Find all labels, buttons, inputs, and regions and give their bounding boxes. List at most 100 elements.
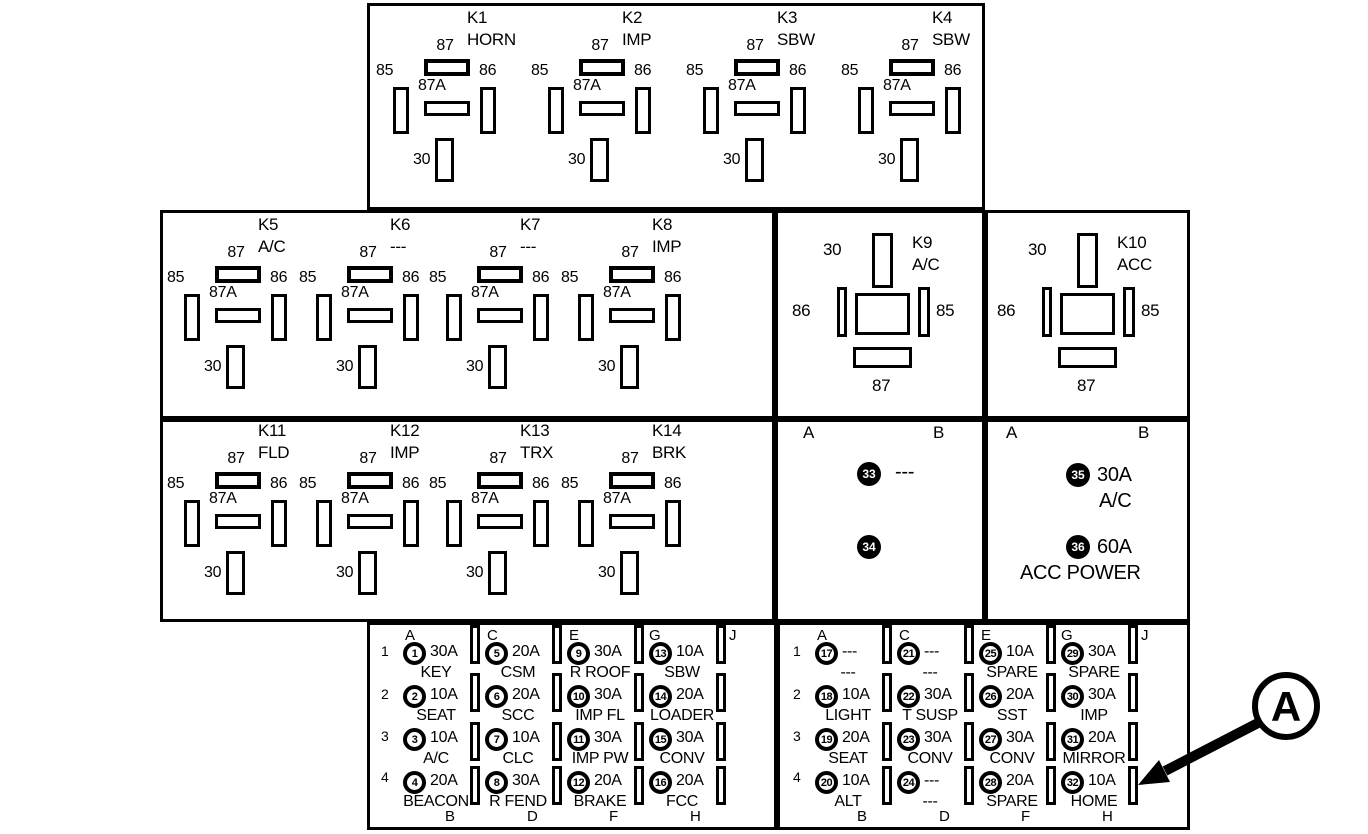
fuse-17: 17 --- ---	[815, 642, 881, 684]
relay-k9: 30 K9 A/C 86 85 87	[790, 228, 970, 398]
pin-87a-label: 87A	[603, 284, 631, 301]
pin-85-pad	[1123, 287, 1135, 337]
pin-87-pad	[889, 59, 935, 76]
connector-pin	[882, 722, 892, 761]
row-number: 2	[793, 686, 801, 702]
column-letter: A	[803, 423, 815, 442]
pin-30-label: 30	[598, 358, 616, 375]
pin-87-pad	[734, 59, 780, 76]
pin-87-label: 87	[1077, 376, 1096, 395]
pin-86-label: 86	[479, 62, 497, 79]
pin-85-pad	[578, 294, 594, 341]
fuse-number: 5	[485, 642, 508, 665]
relay-function: IMP	[390, 443, 420, 462]
pin-87-pad	[1058, 347, 1117, 368]
fuse-number: 1	[403, 642, 426, 665]
pin-30-label: 30	[878, 151, 896, 168]
pin-87-pad	[609, 266, 655, 283]
fuse-amp: 10A	[1006, 643, 1034, 660]
pin-30-label: 30	[204, 564, 222, 581]
column-letter: B	[445, 808, 455, 825]
fuse-number: 16	[649, 771, 672, 794]
pin-86-label: 86	[664, 475, 682, 492]
breaker-box-right	[985, 419, 1190, 622]
pin-85-pad	[316, 294, 332, 341]
relay-id: K11	[258, 421, 287, 440]
row-number: 4	[381, 769, 389, 785]
pin-87a-pad	[477, 308, 523, 323]
fuse-13: 13 10A SBW	[649, 642, 715, 684]
column-letter: F	[1021, 808, 1030, 825]
pin-85-pad	[548, 87, 564, 134]
relay-id: K9	[912, 233, 933, 252]
fuse-19: 19 20A SEAT	[815, 728, 881, 770]
column-letter: F	[609, 808, 618, 825]
pin-30-pad	[226, 551, 245, 595]
fuse-11: 11 30A IMP PW	[567, 728, 633, 770]
connector-pin	[1128, 766, 1138, 805]
fuse-number: 4	[403, 771, 426, 794]
fuse-number: 2	[403, 685, 426, 708]
row-number: 1	[793, 643, 801, 659]
relay-id: K5	[258, 215, 279, 234]
fuse-amp: 30A	[1006, 729, 1034, 746]
fuse-number: 28	[979, 771, 1002, 794]
pin-86-pad	[480, 87, 496, 134]
fuse-number: 31	[1061, 728, 1084, 751]
relay-k14: K14 BRK 87 85 86 87A 30	[557, 421, 707, 606]
fuse-number: 19	[815, 728, 838, 751]
pin-85-label: 85	[299, 475, 317, 492]
pin-87a-pad	[579, 101, 625, 116]
pin-85-label: 85	[429, 269, 447, 286]
pin-85-pad	[858, 87, 874, 134]
pin-30-pad	[488, 551, 507, 595]
relay-k13: K13 TRX 87 85 86 87A 30	[425, 421, 575, 606]
relay-function: ACC	[1117, 255, 1152, 274]
relay-k6: K6 --- 87 85 86 87A 30	[295, 215, 445, 400]
fuse-name: SPARE	[986, 664, 1038, 681]
pin-87-pad	[347, 266, 393, 283]
relay-id: K2	[622, 8, 643, 27]
row-number: 3	[793, 728, 801, 744]
pin-87-pad	[215, 266, 261, 283]
pin-85-pad	[184, 294, 200, 341]
fuse-amp: 30A	[594, 686, 622, 703]
fuse-number: 27	[979, 728, 1002, 751]
fuse-name: HOME	[1070, 793, 1118, 810]
fuse-name: CSM	[500, 664, 536, 681]
pin-87a-label: 87A	[341, 490, 369, 507]
pin-87-pad	[477, 472, 523, 489]
pin-86-pad	[665, 294, 681, 341]
fuse-name: A/C	[423, 750, 449, 767]
connector-pin	[716, 625, 726, 664]
pin-86-label: 86	[402, 269, 420, 286]
fuse-20: 20 10A ALT	[815, 771, 881, 813]
connector-pin	[552, 722, 562, 761]
pin-87a-label: 87A	[728, 77, 756, 94]
pin-85-label: 85	[531, 62, 549, 79]
fuse-amp: 10A	[1088, 772, 1116, 789]
fuse-23: 23 30A CONV	[897, 728, 963, 770]
pin-87-pad	[347, 472, 393, 489]
fuse-amp: 20A	[676, 772, 704, 789]
pin-87-label: 87	[359, 450, 377, 467]
pin-85-label: 85	[686, 62, 704, 79]
fuse-amp: 30A	[924, 729, 952, 746]
fuse-amp: 20A	[512, 643, 540, 660]
pin-30-label: 30	[413, 151, 431, 168]
column-letter: G	[649, 627, 661, 644]
relay-body-pad	[1060, 293, 1115, 335]
fuse-amp: 30A	[1088, 643, 1116, 660]
fuse-number: 6	[485, 685, 508, 708]
fuse-amp: 30A	[676, 729, 704, 746]
fuse-4: 4 20A BEACON	[403, 771, 469, 813]
fuse-name: SBW	[664, 664, 700, 681]
relay-id: K3	[777, 8, 798, 27]
pin-87-label: 87	[359, 244, 377, 261]
fuse-name: KEY	[420, 664, 452, 681]
relay-k12: K12 IMP 87 85 86 87A 30	[295, 421, 445, 606]
pin-87a-label: 87A	[603, 490, 631, 507]
fuse-name: IMP	[1080, 707, 1108, 724]
column-letter: C	[899, 627, 910, 644]
pin-87a-pad	[889, 101, 935, 116]
